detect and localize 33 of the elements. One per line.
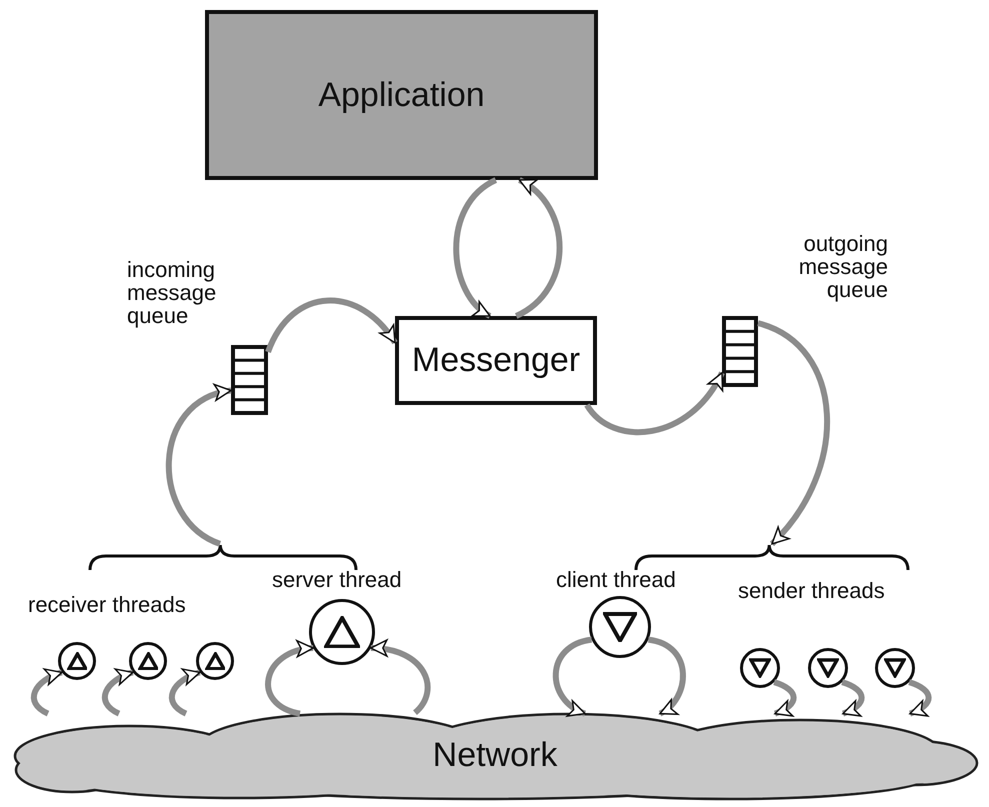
thread-circle	[196, 642, 234, 680]
caption-label: client thread	[556, 568, 677, 592]
thread-circle	[875, 648, 915, 688]
thread-circle	[808, 648, 848, 688]
caption-label: server thread	[272, 568, 403, 592]
curved-arrow	[370, 640, 431, 715]
thread-circle	[129, 642, 167, 680]
messenger-box	[395, 316, 597, 405]
message-queue	[722, 316, 758, 387]
curved-arrow	[514, 177, 563, 319]
message-queue	[231, 345, 268, 415]
curved-arrow	[265, 298, 398, 354]
caption-label: incoming message queue	[127, 258, 218, 328]
box-title: Application	[318, 76, 485, 114]
curved-arrow	[102, 669, 134, 716]
curved-arrow	[756, 320, 830, 546]
curved-arrow	[265, 641, 314, 717]
box-title: Messenger	[412, 341, 580, 380]
thread-circle	[740, 648, 780, 688]
curved-arrow	[552, 636, 592, 716]
curved-arrow	[908, 679, 932, 716]
curved-arrow	[169, 669, 201, 716]
curved-arrow	[31, 669, 63, 716]
caption-label: receiver threads	[28, 593, 186, 616]
curved-arrow	[648, 636, 686, 716]
curved-arrow	[584, 371, 725, 436]
thread-circle	[58, 642, 96, 680]
caption-label: outgoing message queue	[798, 232, 888, 302]
application-box	[205, 10, 598, 180]
curved-arrow	[453, 177, 498, 318]
curved-arrow	[166, 386, 232, 547]
caption-label: sender threads	[738, 579, 885, 602]
network-label: Network	[432, 736, 558, 774]
